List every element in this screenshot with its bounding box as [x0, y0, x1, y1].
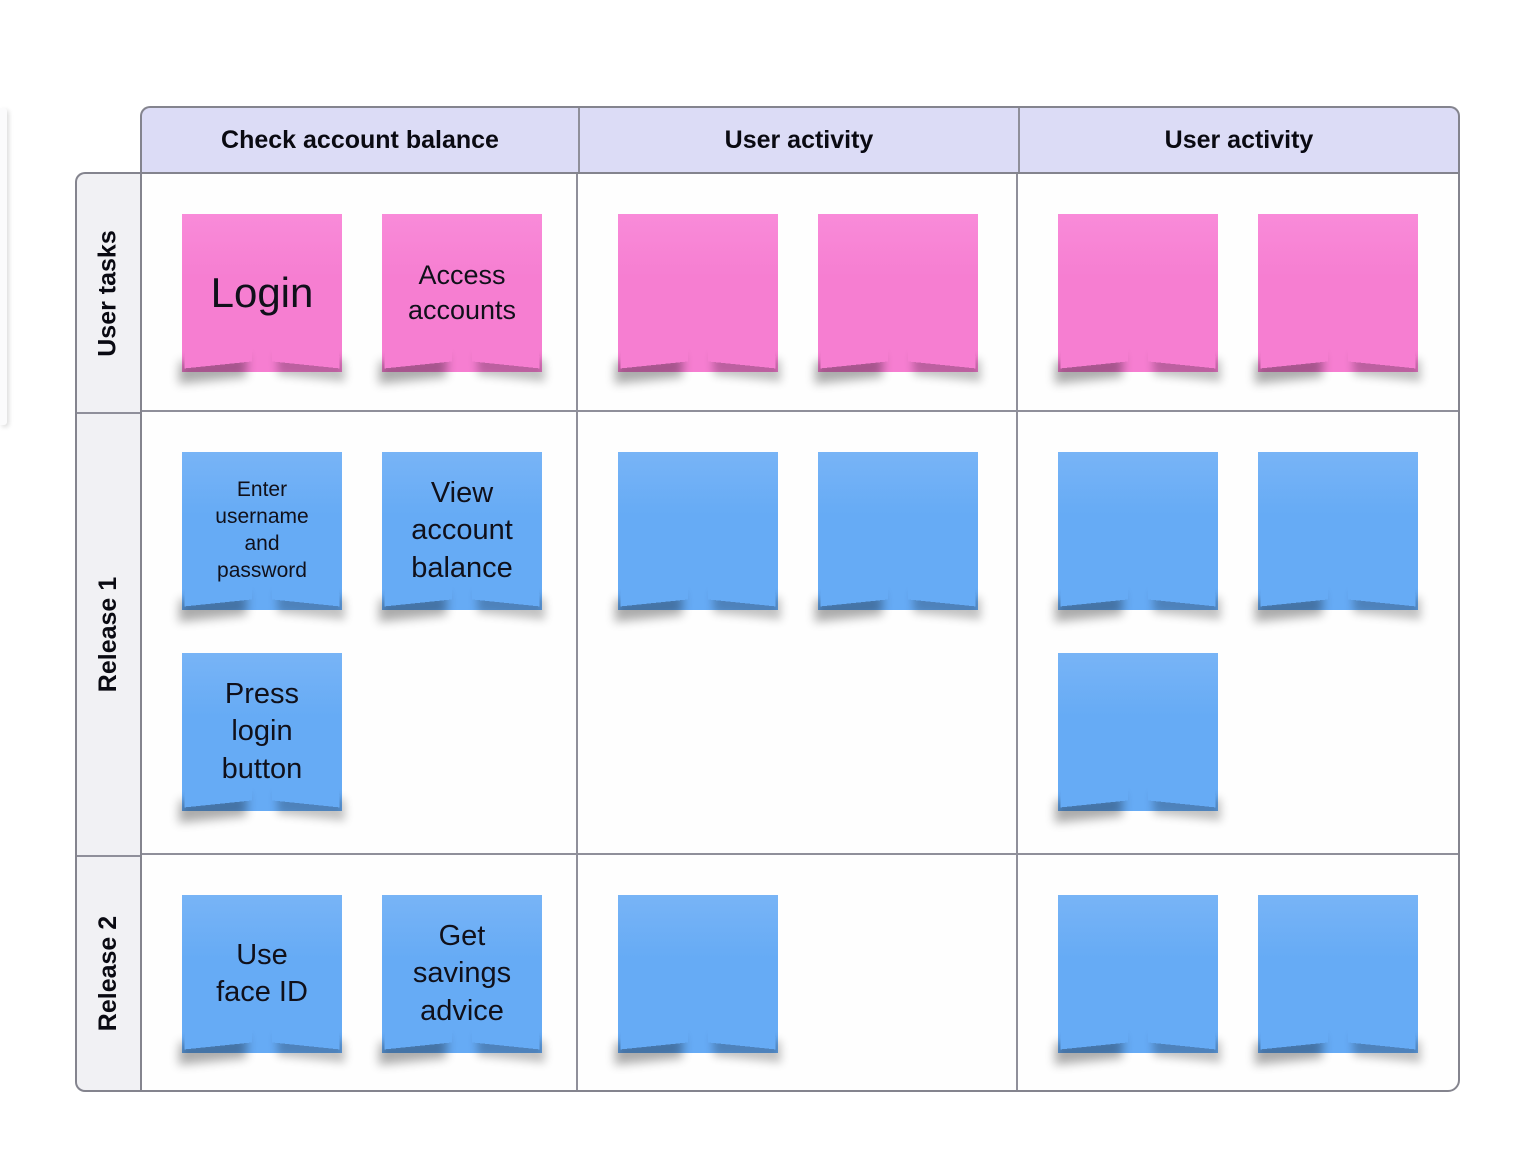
sticky-note-blank[interactable] — [1258, 214, 1418, 372]
row-header-release-2[interactable]: Release 2 — [77, 855, 140, 1090]
cell-user-tasks-check-account-balance: Login Access accounts — [142, 174, 578, 412]
sticky-note-text: Use face ID — [216, 938, 308, 1008]
row-header-strip: User tasks Release 1 Release 2 — [75, 172, 140, 1092]
sticky-note-use-face-id[interactable]: Use face ID — [182, 895, 342, 1053]
row-header-release-1-label: Release 1 — [94, 576, 122, 693]
sticky-note-blank[interactable] — [618, 452, 778, 610]
sticky-note-text: Access accounts — [407, 260, 517, 325]
cell-release-1-check-account-balance: Enter username and password View account… — [142, 412, 578, 855]
sticky-note-text: Login — [210, 269, 314, 317]
column-header-row: Check account balance User activity User… — [140, 106, 1460, 172]
story-map-grid: Login Access accounts Enter username and… — [140, 172, 1460, 1092]
sticky-note-get-savings-advice[interactable]: Get savings advice — [382, 895, 542, 1053]
sticky-note-text: Enter username and password — [215, 478, 309, 582]
cell-release-2-user-activity-2 — [1018, 855, 1458, 1090]
row-header-user-tasks[interactable]: User tasks — [77, 174, 140, 412]
cell-release-2-check-account-balance: Use face ID Get savings advice — [142, 855, 578, 1090]
cell-release-2-user-activity-1 — [578, 855, 1018, 1090]
cell-release-1-user-activity-2 — [1018, 412, 1458, 855]
offscreen-object-edge — [0, 108, 7, 425]
row-header-release-1[interactable]: Release 1 — [77, 412, 140, 855]
sticky-note-access-accounts[interactable]: Access accounts — [382, 214, 542, 372]
column-header-user-activity-2[interactable]: User activity — [1018, 108, 1458, 172]
sticky-note-blank[interactable] — [618, 895, 778, 1053]
sticky-note-login[interactable]: Login — [182, 214, 342, 372]
sticky-note-blank[interactable] — [818, 214, 978, 372]
cell-user-tasks-user-activity-2 — [1018, 174, 1458, 412]
row-header-release-2-label: Release 2 — [94, 915, 122, 1032]
sticky-note-blank[interactable] — [1058, 214, 1218, 372]
sticky-note-blank[interactable] — [818, 452, 978, 610]
sticky-note-blank[interactable] — [1058, 653, 1218, 811]
sticky-note-text: Get savings advice — [412, 920, 512, 1027]
sticky-note-enter-username-and-password[interactable]: Enter username and password — [182, 452, 342, 610]
cell-release-1-user-activity-1 — [578, 412, 1018, 855]
row-header-user-tasks-label: User tasks — [94, 229, 123, 357]
sticky-note-blank[interactable] — [618, 214, 778, 372]
sticky-note-text: View account balance — [411, 477, 513, 584]
sticky-note-blank[interactable] — [1058, 452, 1218, 610]
sticky-note-blank[interactable] — [1058, 895, 1218, 1053]
cell-user-tasks-user-activity-1 — [578, 174, 1018, 412]
column-header-check-account-balance[interactable]: Check account balance — [221, 125, 499, 154]
sticky-note-blank[interactable] — [1258, 452, 1418, 610]
sticky-note-view-account-balance[interactable]: View account balance — [382, 452, 542, 610]
sticky-note-press-login-button[interactable]: Press login button — [182, 653, 342, 811]
sticky-note-text: Press login button — [221, 678, 303, 785]
sticky-note-blank[interactable] — [1258, 895, 1418, 1053]
column-header-user-activity-1[interactable]: User activity — [578, 108, 1018, 172]
